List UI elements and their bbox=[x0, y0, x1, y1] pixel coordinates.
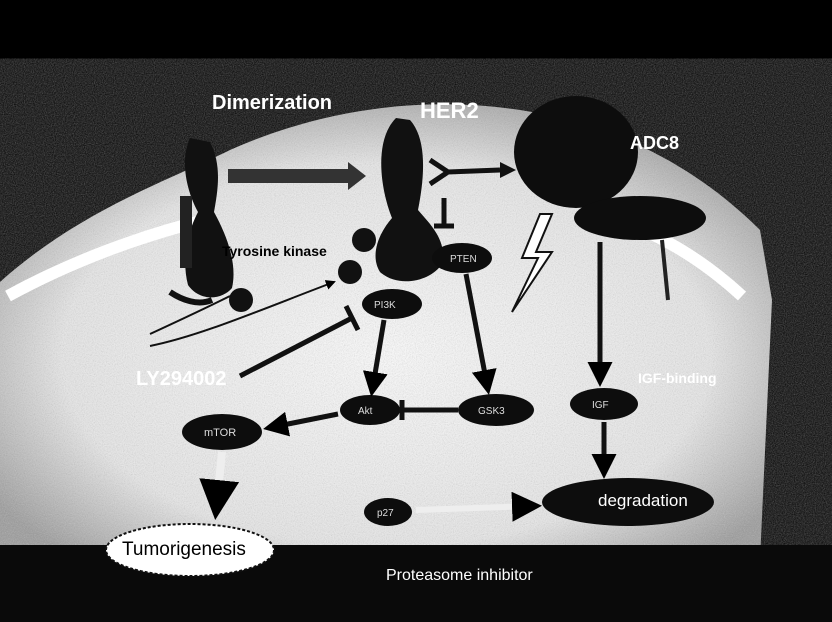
node-label: p27 bbox=[377, 508, 394, 519]
proteasome-inhibitor-label: Proteasome inhibitor bbox=[386, 567, 533, 585]
her2-label: HER2 bbox=[420, 98, 479, 124]
node-label: PI3K bbox=[374, 300, 396, 311]
kinase-dot bbox=[338, 260, 362, 284]
adc8-label: ADC8 bbox=[630, 133, 679, 154]
kinase-dot bbox=[352, 228, 376, 252]
tumorigenesis-label: Tumorigenesis bbox=[122, 539, 246, 561]
adc-node bbox=[514, 96, 638, 208]
node-label: PTEN bbox=[450, 254, 477, 265]
node-label: Akt bbox=[358, 406, 373, 417]
node-label: GSK3 bbox=[478, 406, 505, 417]
receptor-left-bar bbox=[180, 196, 192, 268]
dimerization-label: Dimerization bbox=[212, 92, 332, 115]
ly294002-label: LY294002 bbox=[136, 368, 226, 391]
degradation-label: degradation bbox=[598, 491, 688, 511]
arrow-p27-degradation bbox=[416, 506, 536, 510]
node-label: mTOR bbox=[204, 427, 236, 439]
kinase-dot bbox=[229, 288, 253, 312]
receptor-node-right bbox=[574, 196, 706, 240]
igf-binding-label: IGF-binding bbox=[638, 370, 717, 386]
node-label: IGF bbox=[592, 400, 609, 411]
tyrosine-kinase-label: Tyrosine kinase bbox=[222, 243, 327, 259]
